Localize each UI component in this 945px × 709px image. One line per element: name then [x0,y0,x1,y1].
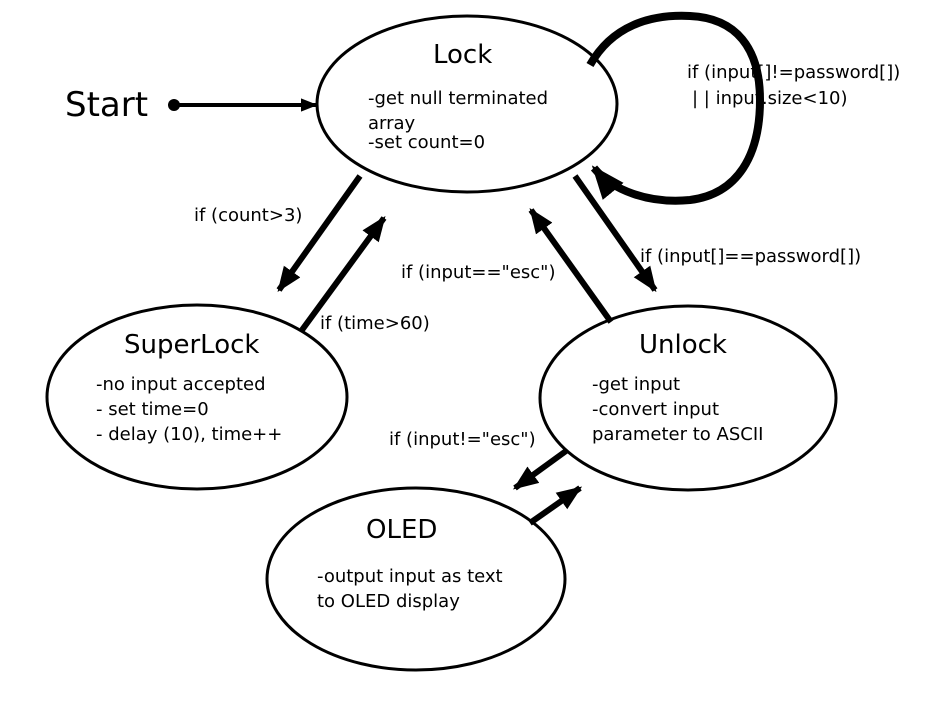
oled-line-1: -output input as text [317,566,503,587]
unlock-line-2: -convert input [592,399,720,420]
superlock-title: SuperLock [124,330,260,360]
oled-line-2: to OLED display [317,591,460,612]
lock-self-loop-arrow [586,11,765,205]
superlock-line-3: - delay (10), time++ [96,424,283,445]
password-condition-label: if (input[]==password[]) [640,246,862,267]
esc-condition-label: if (input=="esc") [401,262,556,283]
start-label: Start [65,85,149,125]
unlock-line-1: -get input [592,374,681,395]
lock-self-condition-line-2: | | input.size<10) [692,88,848,109]
unlock-line-3: parameter to ASCII [592,424,764,445]
superlock-to-lock-arrow [299,215,387,332]
superlock-state-node [45,303,349,491]
oled-title: OLED [366,515,438,545]
lock-line-3: -set count=0 [368,132,486,153]
lock-to-unlock-arrow [572,174,658,293]
unlock-to-lock-arrow [528,207,614,324]
lock-to-superlock-arrow [276,174,363,293]
lock-self-condition-line-1: if (input[]!=password[]) [687,62,901,83]
not-esc-condition-label: if (input!="esc") [389,429,536,450]
unlock-to-oled-arrow [512,448,568,491]
unlock-state-node [538,304,838,492]
count-condition-label: if (count>3) [194,205,303,226]
unlock-title: Unlock [639,330,727,360]
lock-line-1: -get null terminated [368,88,549,109]
oled-to-unlock-arrow [528,485,583,526]
lock-title: Lock [433,40,493,70]
superlock-line-2: - set time=0 [96,399,209,420]
time-condition-label: if (time>60) [320,313,430,334]
lock-line-2: array [368,113,416,134]
superlock-line-1: -no input accepted [96,374,266,395]
oled-state-node [265,486,567,672]
